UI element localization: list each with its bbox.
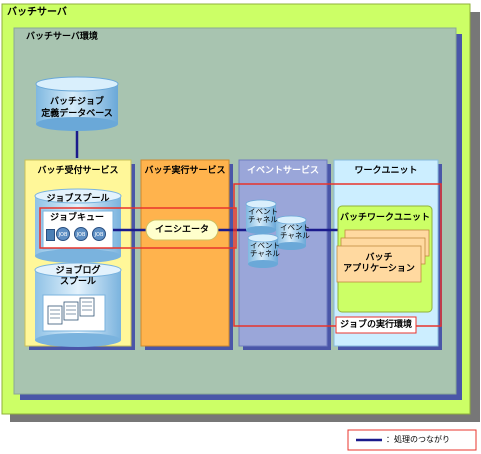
batch-work-unit-title: バッチワークユニット xyxy=(339,213,430,223)
log-document-icons xyxy=(47,297,95,325)
definition-database-cylinder xyxy=(35,76,119,131)
event-channel-cylinder-3 xyxy=(247,233,279,268)
job-spool-title: ジョブスプール xyxy=(46,194,110,204)
event-channel-cylinder-2 xyxy=(275,215,307,250)
section-event-title: イベントサービス xyxy=(246,166,319,176)
event-channel-label-3: イベントチャネル xyxy=(250,241,280,259)
event-channel-label-1: イベントチャネル xyxy=(248,207,278,225)
execute-panel xyxy=(140,159,230,347)
queue-entry-square xyxy=(46,229,55,241)
section-work-title: ワークユニット xyxy=(354,166,418,176)
batch-app-label-1: バッチ xyxy=(365,253,393,263)
section-execute-title: バッチ実行サービス xyxy=(144,166,226,176)
job-exec-env-label-box xyxy=(335,316,417,334)
job-log-spool-label-1: ジョブログ xyxy=(55,266,101,276)
initiator-label: イニシエータ xyxy=(154,225,209,235)
section-receive-title: バッチ受付サービス xyxy=(37,166,119,176)
database-label-1: バッチジョブ xyxy=(49,97,104,107)
legend-label: ：処理のつながり xyxy=(386,435,450,444)
initiator-pill xyxy=(145,219,219,241)
job-queue-title: ジョブキュー xyxy=(50,213,105,223)
event-channel-cylinder-1 xyxy=(245,199,277,234)
job-token-2: JOB xyxy=(74,227,88,241)
batch-app-label-2: アプリケーション xyxy=(343,264,415,274)
job-exec-env-label: ジョブの実行環境 xyxy=(339,320,412,330)
server-title: バッチサーバ xyxy=(7,7,67,18)
batch-application-card xyxy=(336,245,422,283)
job-token-3: JOB xyxy=(92,227,106,241)
database-label-2: 定義データベース xyxy=(41,109,113,119)
job-token-1: JOB xyxy=(56,227,70,241)
job-highlight-outline xyxy=(39,207,237,249)
event-channel-label-2: イベントチャネル xyxy=(280,223,310,241)
job-log-spool-label-2: スプール xyxy=(59,277,96,287)
env-title: バッチサーバ環境 xyxy=(26,32,98,42)
legend-box xyxy=(347,429,477,451)
